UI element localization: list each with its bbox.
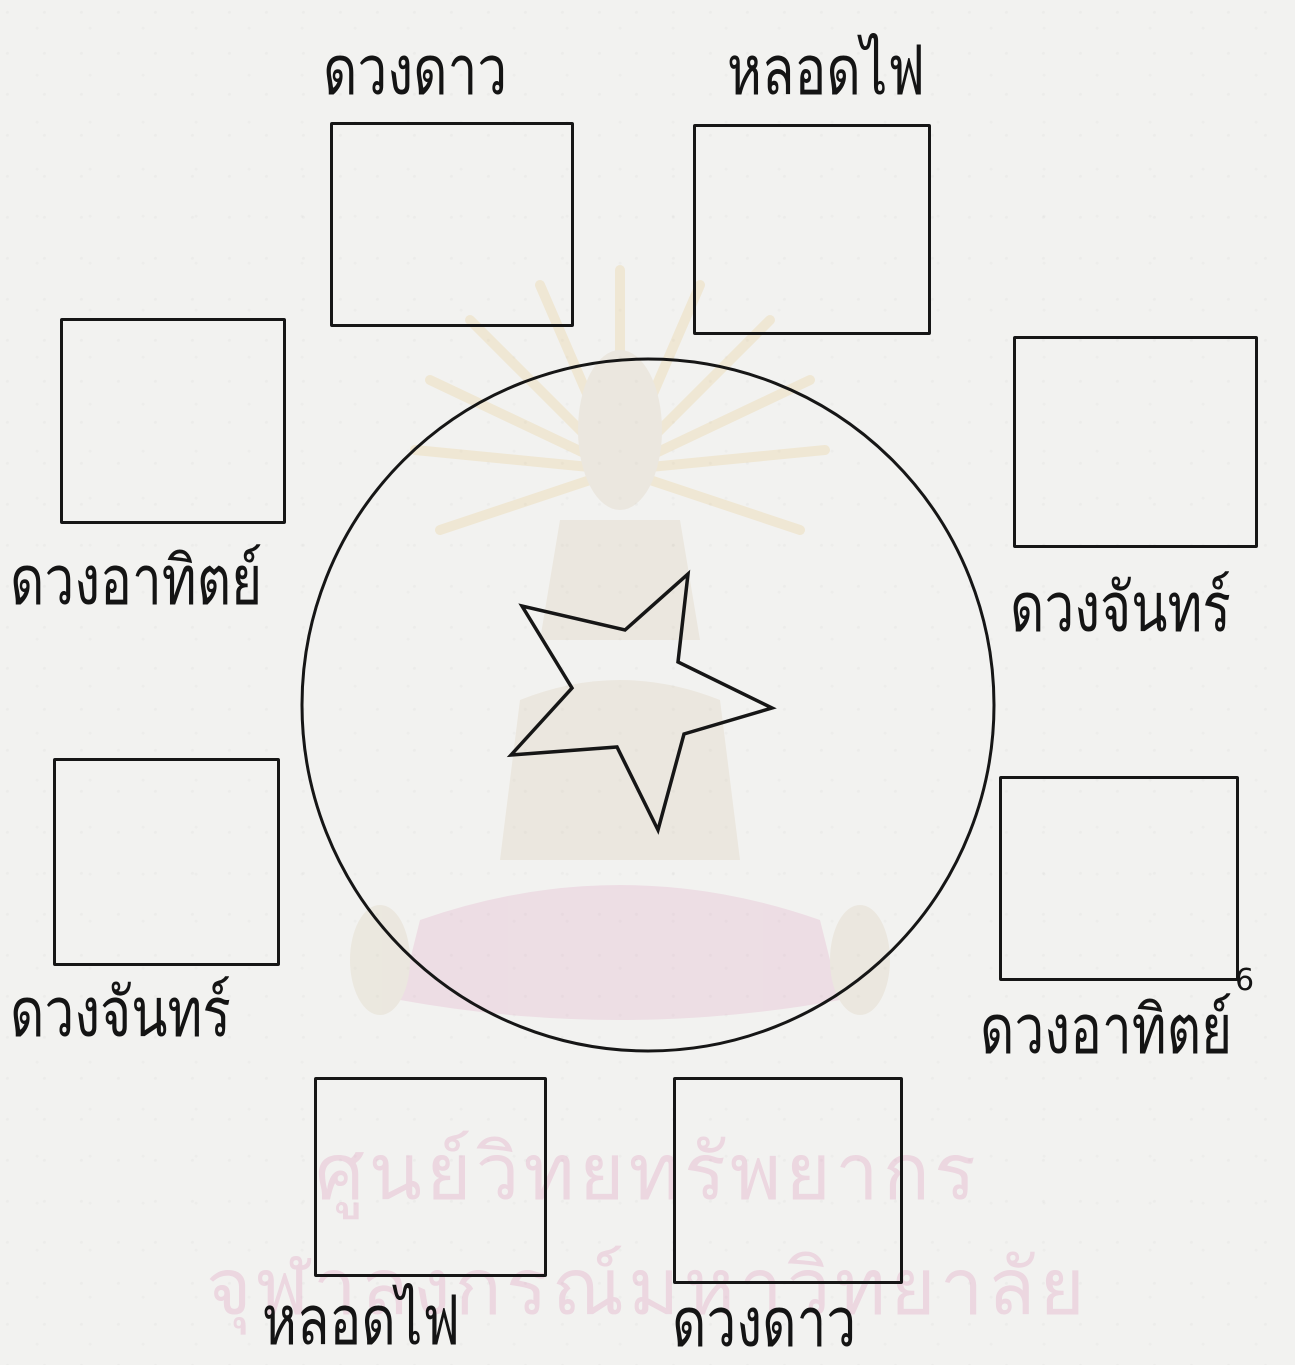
answer-box-bottom-left[interactable] [314, 1077, 547, 1277]
label-top-right: หลอดไฟ [727, 38, 925, 106]
label-top-left: ดวงดาว [323, 38, 507, 106]
answer-box-upper-right[interactable] [1013, 336, 1258, 548]
page-number: 6 [1235, 963, 1254, 998]
answer-box-upper-left[interactable] [60, 318, 286, 524]
answer-box-top-right[interactable] [693, 124, 931, 335]
answer-box-lower-right[interactable] [999, 776, 1239, 981]
answer-box-lower-left[interactable] [53, 758, 280, 966]
answer-box-top-left[interactable] [330, 122, 574, 327]
label-bottom-left: หลอดไฟ [262, 1288, 460, 1356]
label-upper-right: ดวงจันทร์ [1010, 575, 1231, 643]
star-icon [511, 574, 772, 830]
answer-box-bottom-right[interactable] [673, 1077, 903, 1284]
center-circle [302, 359, 994, 1051]
label-lower-right: ดวงอาทิตย์ [980, 997, 1232, 1065]
label-lower-left: ดวงจันทร์ [10, 980, 231, 1048]
label-bottom-right: ดวงดาว [672, 1290, 856, 1358]
label-upper-left: ดวงอาทิตย์ [10, 548, 262, 616]
